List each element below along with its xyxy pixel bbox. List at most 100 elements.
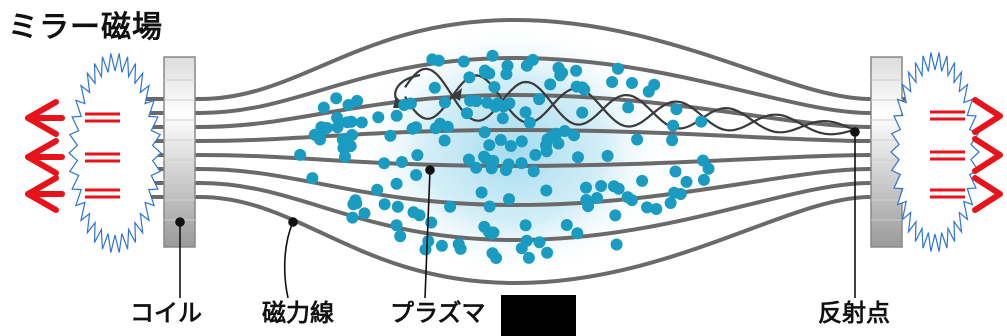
- plasma-particle: [521, 60, 533, 72]
- plasma-particle: [695, 116, 707, 128]
- left-force-arrows: [28, 102, 62, 210]
- plasma-particle: [666, 134, 678, 146]
- plasma-particle: [595, 180, 607, 192]
- plasma-particle: [490, 252, 502, 264]
- plasma-particle: [524, 117, 536, 129]
- plasma-particle: [591, 192, 603, 204]
- plasma-particle: [503, 193, 515, 205]
- plasma-particle: [379, 198, 391, 210]
- plasma-particle: [697, 155, 709, 167]
- plasma-particle: [463, 71, 475, 83]
- field-lines-label: 磁力線: [262, 296, 334, 330]
- plasma-particle: [391, 110, 403, 122]
- plasma-particle: [391, 178, 403, 190]
- plasma-particle: [337, 142, 349, 154]
- plasma-particle: [602, 150, 614, 162]
- plasma-particle: [523, 252, 535, 264]
- plasma-particle: [476, 187, 488, 199]
- plasma-particle: [433, 55, 445, 67]
- plasma-particle: [479, 126, 491, 138]
- plasma-particle: [631, 134, 643, 146]
- plasma-particle: [516, 242, 528, 254]
- plasma-particle: [484, 201, 496, 213]
- plasma-particle: [489, 101, 501, 113]
- right-force-arrows: [975, 100, 1000, 210]
- plasma-particle: [636, 175, 648, 187]
- plasma-particle: [520, 219, 532, 231]
- plasma-particle: [463, 154, 475, 166]
- plasma-particle: [341, 116, 353, 128]
- plasma-particle: [544, 78, 556, 90]
- plasma-particle: [483, 139, 495, 151]
- plasma-particle: [681, 176, 693, 188]
- plasma-particle: [576, 107, 588, 119]
- plasma-particle: [497, 112, 509, 124]
- plasma-particle: [611, 239, 623, 251]
- reflection-point-label: 反射点: [818, 296, 890, 330]
- plasma-particle: [398, 99, 410, 111]
- plasma-particle: [580, 194, 592, 206]
- plasma-particle: [306, 172, 318, 184]
- plasma-particle: [315, 121, 327, 133]
- plasma-particle: [488, 81, 500, 93]
- plasma-particle: [487, 50, 499, 62]
- plasma-particle: [429, 82, 441, 94]
- plasma-particle: [453, 238, 465, 250]
- plasma-particle: [470, 95, 482, 107]
- redaction-box: [501, 295, 576, 336]
- plasma-particle: [643, 86, 655, 98]
- plasma-particle: [534, 236, 546, 248]
- plasma-particle: [528, 165, 540, 177]
- plasma-particle: [559, 125, 571, 137]
- plasma-particle: [516, 135, 528, 147]
- plasma-particle: [436, 240, 448, 252]
- plasma-particle: [572, 151, 584, 163]
- plasma-particle: [410, 121, 422, 133]
- plasma-particle: [384, 130, 396, 142]
- plasma-particle: [349, 194, 361, 206]
- plasma-particle: [552, 138, 564, 150]
- plasma-particle: [330, 92, 342, 104]
- plasma-particle: [606, 76, 618, 88]
- plasma-particle: [351, 95, 363, 107]
- plasma-particle: [561, 219, 573, 231]
- plasma-particle: [411, 149, 423, 161]
- coil-label: コイル: [130, 296, 202, 330]
- plasma-particle: [668, 187, 680, 199]
- plasma-particle: [378, 157, 390, 169]
- plasma-particle: [622, 101, 634, 113]
- plasma-particle: [372, 111, 384, 123]
- plasma-particle: [533, 93, 545, 105]
- plasma-particle: [670, 103, 682, 115]
- plasma-particle: [410, 169, 422, 181]
- plasma-particle: [553, 62, 565, 74]
- plasma-particle: [294, 149, 306, 161]
- plasma-particle: [612, 63, 624, 75]
- plasma-particle: [580, 182, 592, 194]
- plasma-particle: [487, 227, 499, 239]
- plasma-particle: [622, 191, 634, 203]
- plasma-particle: [396, 156, 408, 168]
- plasma-particle: [529, 149, 541, 161]
- plasma-particle: [408, 206, 420, 218]
- plasma-particle: [444, 201, 456, 213]
- plasma-particle: [670, 166, 682, 178]
- plasma-particle: [516, 157, 528, 169]
- plasma-particle: [541, 145, 553, 157]
- plasma-particle: [420, 244, 432, 256]
- plasma-particle: [479, 67, 491, 79]
- plasma-particle: [571, 227, 583, 239]
- plasma-particle: [608, 180, 620, 192]
- plasma-particle: [667, 120, 679, 132]
- plasma-particle: [391, 219, 403, 231]
- plasma-particle: [318, 102, 330, 114]
- plasma-particle: [458, 56, 470, 68]
- plasma-particle: [698, 174, 710, 186]
- plasma-particle: [434, 118, 446, 130]
- plasma-particle: [520, 106, 532, 118]
- plasma-particle: [439, 135, 451, 147]
- plasma-particle: [541, 247, 553, 259]
- plasma-particle: [392, 201, 404, 213]
- plasma-particle: [540, 185, 552, 197]
